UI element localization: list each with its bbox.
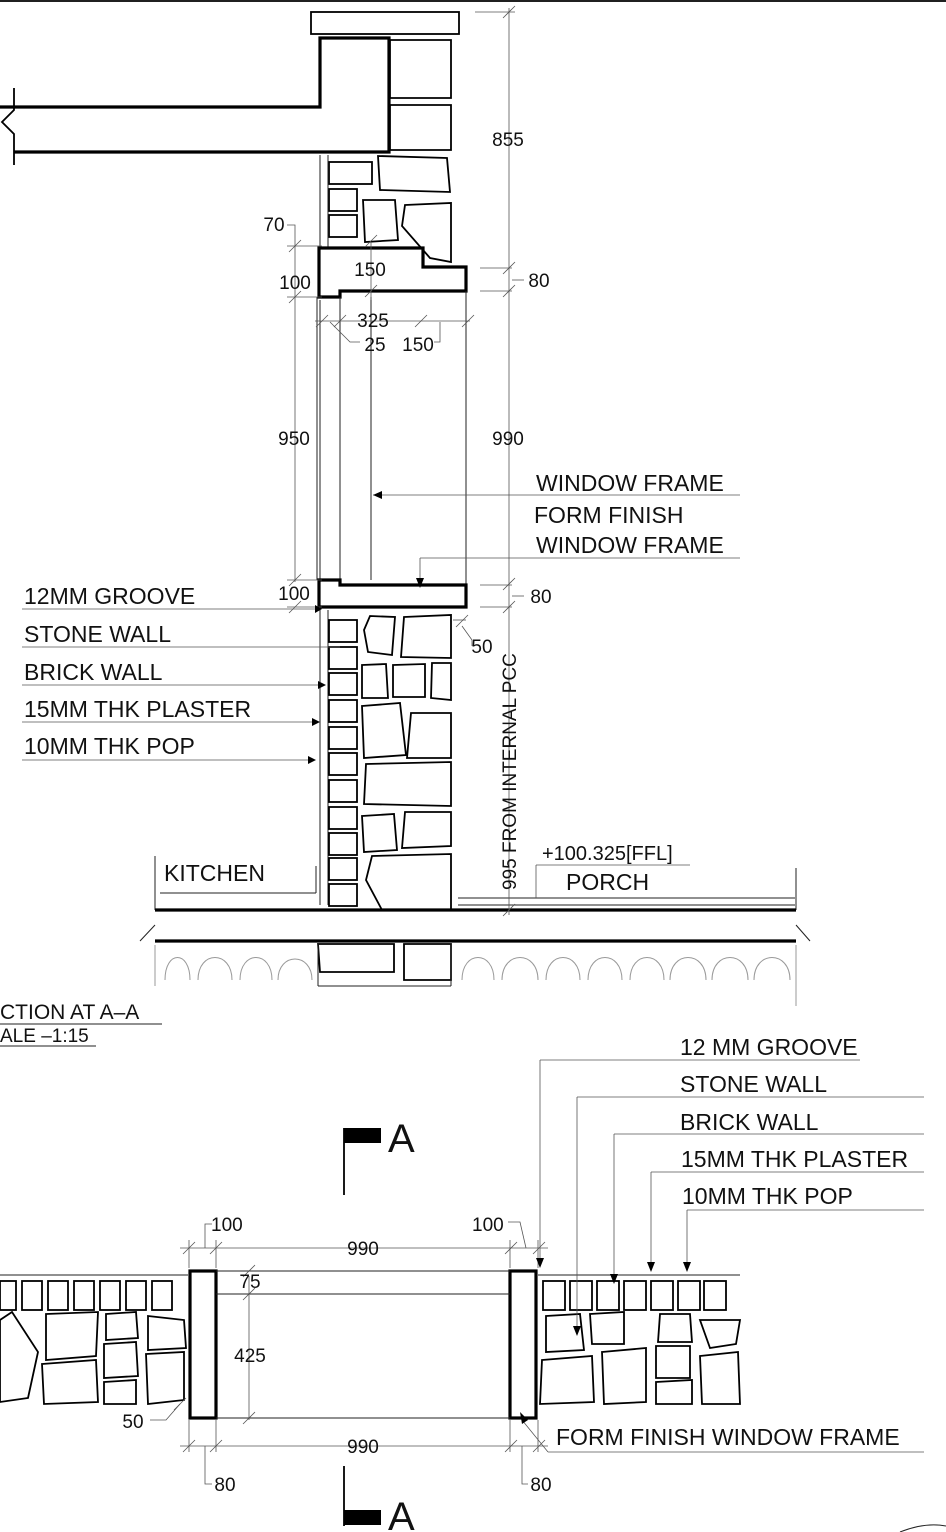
soil-hatch	[154, 945, 797, 1006]
plan-drawing: A A	[0, 1034, 924, 1532]
dim-25: 25	[364, 335, 385, 356]
dim-80-top: 80	[528, 271, 549, 292]
plan-label-plaster: 15MM THK PLASTER	[681, 1146, 908, 1172]
label-groove: 12MM GROOVE	[24, 583, 195, 609]
plan-frame-right	[508, 1269, 538, 1420]
section-scale: ALE –1:15	[0, 1026, 89, 1047]
coping-cap	[310, 11, 460, 35]
plan-dim-425: 425	[234, 1346, 266, 1367]
plan-label-frame: FORM FINISH WINDOW FRAME	[556, 1424, 900, 1450]
section-mark-top	[343, 1128, 381, 1195]
dim-150-frame: 150	[402, 335, 434, 356]
plan-dim-990-top: 990	[347, 1239, 379, 1260]
section-mark-a-top: A	[388, 1117, 415, 1161]
plan-frame-left	[188, 1269, 218, 1420]
section-mark-a-bottom: A	[388, 1495, 415, 1532]
label-porch: PORCH	[566, 869, 649, 895]
plan-dim-50: 50	[122, 1412, 143, 1433]
dim-990: 990	[492, 429, 524, 450]
label-kitchen: KITCHEN	[164, 860, 265, 886]
plan-brick-row-left	[0, 1274, 188, 1311]
plan-dim-80-right: 80	[530, 1475, 551, 1496]
dim-80-sill: 80	[530, 587, 551, 608]
label-plaster: 15MM THK PLASTER	[24, 696, 251, 722]
plan-leaders	[520, 1059, 924, 1453]
section-drawing: 855 70 100 150 80 325 25 150 950 990 100…	[0, 5, 811, 1047]
dim-70: 70	[263, 215, 284, 236]
plan-label-groove: 12 MM GROOVE	[680, 1034, 858, 1060]
plan-label-stone-wall: STONE WALL	[680, 1071, 827, 1097]
plan-label-brick-wall: BRICK WALL	[680, 1109, 819, 1135]
dim-950: 950	[278, 429, 310, 450]
label-pop: 10MM THK POP	[24, 733, 195, 759]
upper-brick-column	[328, 161, 373, 238]
plan-stones-right	[539, 1311, 742, 1405]
upper-stone-column	[362, 39, 452, 264]
section-title: CTION AT A–A	[0, 1001, 139, 1024]
dim-325: 325	[357, 311, 389, 332]
plan-dim-80-left: 80	[214, 1475, 235, 1496]
dim-50: 50	[471, 637, 492, 658]
corner-arc	[899, 1524, 946, 1532]
plan-brick-row-right	[538, 1274, 740, 1311]
label-window-frame: WINDOW FRAME	[536, 470, 724, 496]
label-pcc: 995 FROM INTERNAL PCC	[500, 653, 521, 890]
plan-dim-990-bottom: 990	[347, 1437, 379, 1458]
roof-slab	[0, 36, 391, 154]
plan-stones-left	[0, 1310, 187, 1406]
lower-brick-column	[328, 619, 358, 907]
plan-dimensions	[150, 1221, 548, 1485]
label-form-finish: FORM FINISH	[534, 502, 684, 528]
dim-100-top: 100	[279, 273, 311, 294]
foundation	[317, 943, 452, 987]
section-dimensions	[287, 5, 524, 917]
plan-dim-75: 75	[239, 1272, 260, 1293]
label-window-frame-2: WINDOW FRAME	[536, 532, 724, 558]
slab-break-line	[0, 88, 15, 165]
dim-100-sill: 100	[278, 584, 310, 605]
plan-dim-100-left: 100	[211, 1215, 243, 1236]
lower-stone-column	[361, 614, 452, 911]
section-leaders	[22, 491, 740, 898]
section-mark-bottom	[343, 1466, 381, 1526]
dim-855: 855	[492, 130, 524, 151]
label-stone-wall: STONE WALL	[24, 621, 171, 647]
label-ffl: +100.325[FFL]	[542, 843, 673, 865]
plan-label-pop: 10MM THK POP	[682, 1183, 853, 1209]
label-brick-wall: BRICK WALL	[24, 659, 163, 685]
plan-dim-100-right: 100	[472, 1215, 504, 1236]
dim-150-head: 150	[354, 260, 386, 281]
window-sill	[317, 578, 468, 609]
